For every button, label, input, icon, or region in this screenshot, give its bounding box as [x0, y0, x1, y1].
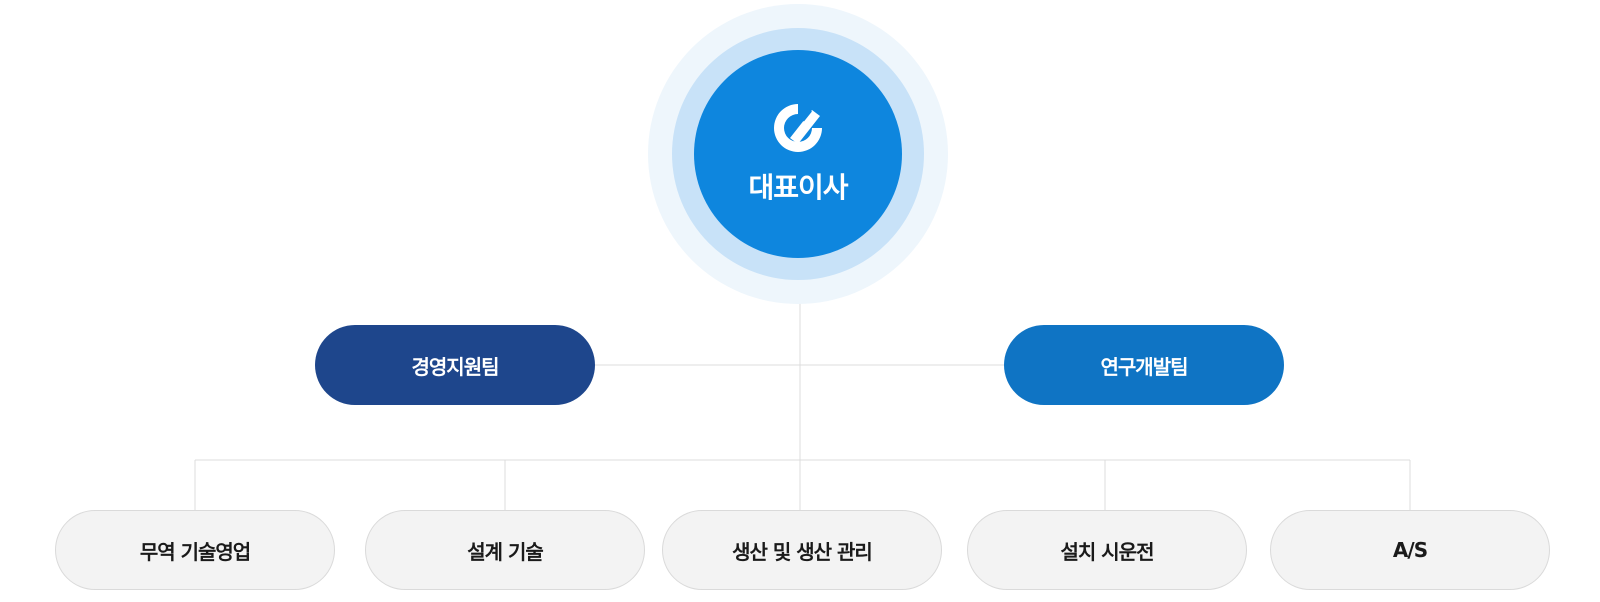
dept-design-engineering: 설계 기술 — [365, 510, 645, 590]
ceo-label: 대표이사 — [748, 171, 848, 204]
dept-label: 설계 기술 — [467, 539, 544, 564]
dept-label: 생산 및 생산 관리 — [732, 539, 873, 564]
dept-label: 무역 기술영업 — [139, 539, 251, 564]
team-management-support: 경영지원팀 — [315, 325, 595, 405]
dept-trade-sales: 무역 기술영업 — [55, 510, 335, 590]
dept-after-service: A/S — [1270, 510, 1550, 590]
dept-production-management: 생산 및 생산 관리 — [662, 510, 942, 590]
team-label: 경영지원팀 — [411, 354, 500, 379]
ceo-node: 대표이사 — [694, 50, 902, 258]
company-logo-icon — [774, 104, 822, 152]
dept-installation-commissioning: 설치 시운전 — [967, 510, 1247, 590]
dept-label: A/S — [1392, 538, 1428, 562]
team-label: 연구개발팀 — [1100, 354, 1189, 379]
team-research-development: 연구개발팀 — [1004, 325, 1284, 405]
dept-label: 설치 시운전 — [1060, 539, 1155, 564]
